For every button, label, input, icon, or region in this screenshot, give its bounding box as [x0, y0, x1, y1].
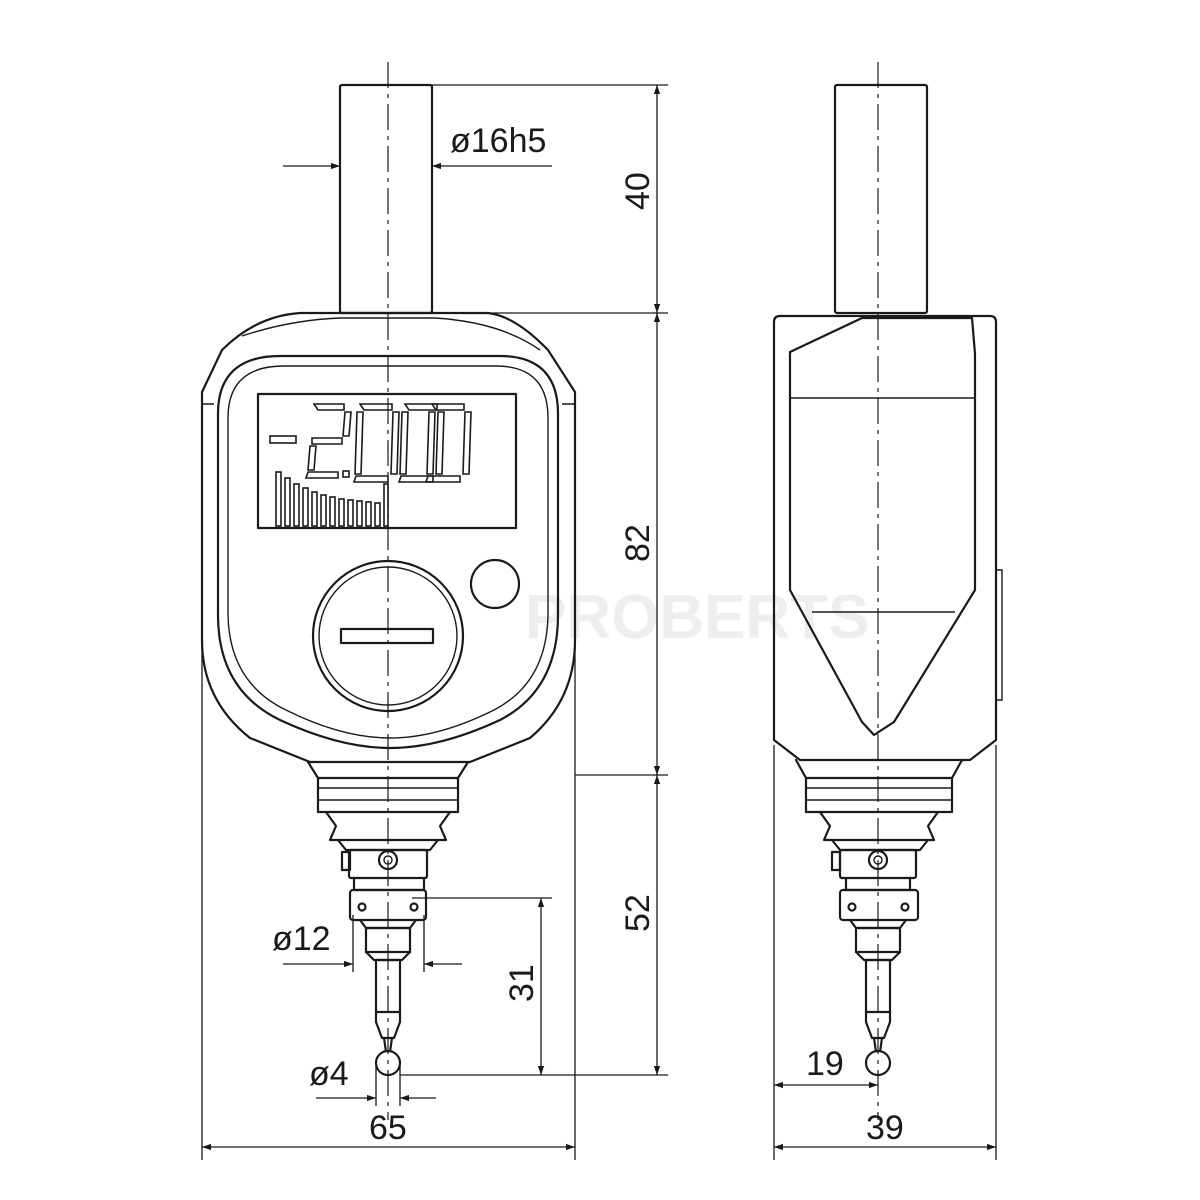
dim-stem-diameter: ø12 — [272, 920, 331, 958]
front-body-outer — [200, 311, 577, 764]
lcd-display — [256, 392, 518, 530]
front-view — [200, 62, 577, 1120]
lcd-bar-graph — [275, 471, 389, 527]
side-bellows — [818, 810, 940, 842]
front-face-plate — [216, 354, 560, 750]
battery-cap-slot — [339, 627, 435, 645]
side-display-profile — [788, 316, 977, 737]
dim-front-width: 65 — [369, 1109, 407, 1147]
dim-ball-diameter: ø4 — [309, 1055, 349, 1093]
dim-shank-length: 40 — [619, 172, 657, 210]
front-button — [469, 558, 521, 610]
front-shank — [338, 83, 434, 315]
dim-side-offset: 19 — [806, 1045, 844, 1083]
lcd-digits — [269, 403, 472, 483]
side-body — [772, 314, 998, 762]
watermark: PROBERTS — [525, 583, 869, 652]
dim-body-height: 82 — [619, 524, 657, 562]
dimension-lines — [201, 84, 997, 1160]
side-view — [772, 62, 1003, 1120]
side-collar — [838, 888, 920, 922]
side-shank — [833, 83, 929, 315]
dim-probe-length: 31 — [503, 964, 541, 1002]
dim-lower-length: 52 — [619, 894, 657, 932]
dim-shank-diameter: ø16h5 — [450, 122, 546, 160]
dim-side-width: 39 — [866, 1109, 904, 1147]
dimension-labels: ø16h5 40 82 52 31 ø12 ø4 65 19 39 — [272, 122, 904, 1147]
